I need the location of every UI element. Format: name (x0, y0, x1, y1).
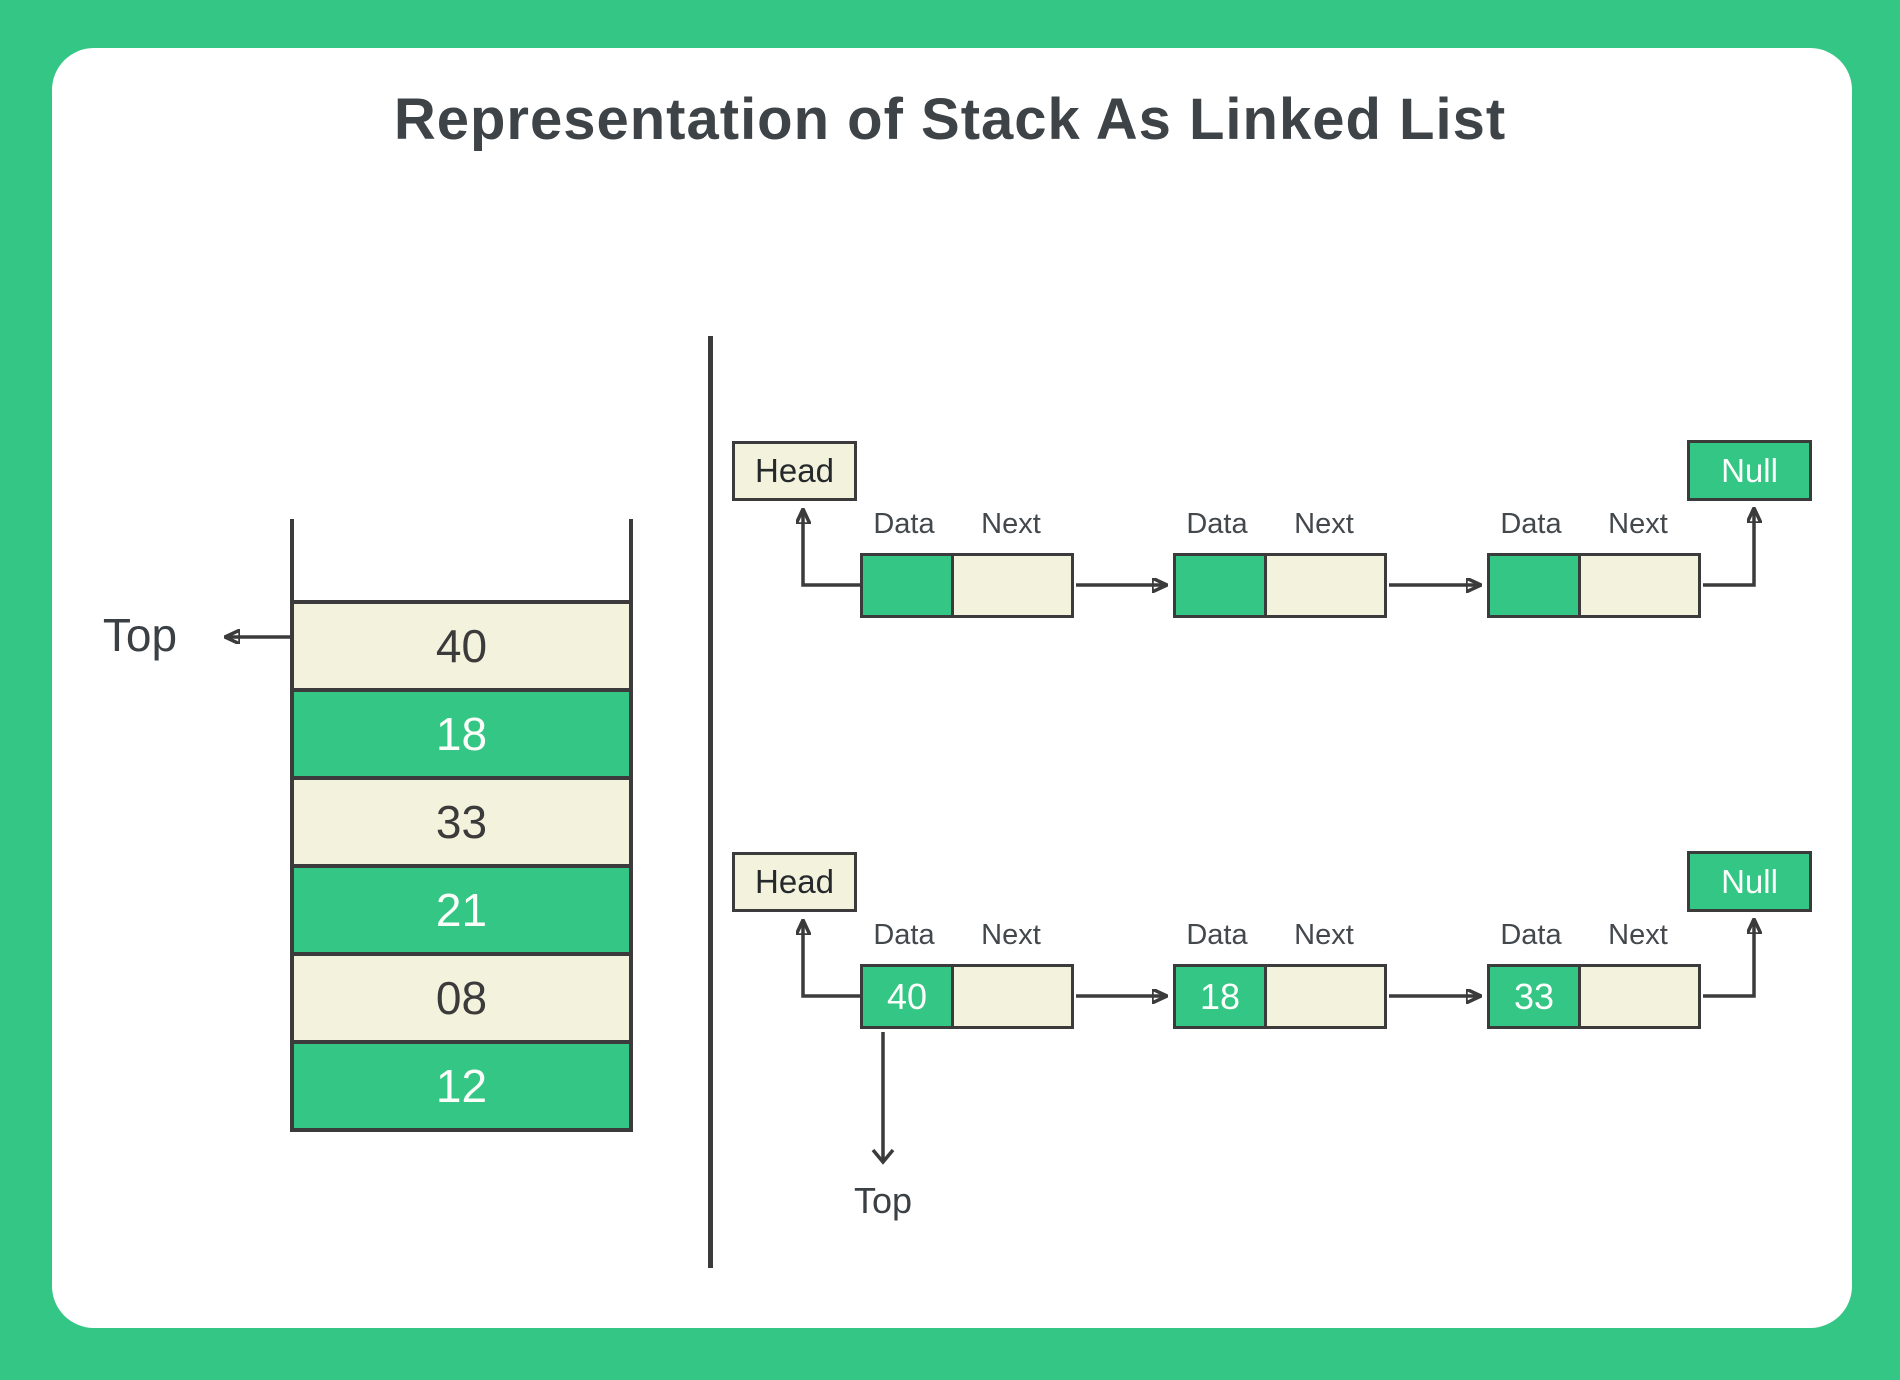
stack: 40 18 33 21 08 12 (290, 600, 633, 1132)
next-label: Next (1294, 508, 1354, 540)
node-data-cell (863, 556, 951, 615)
node-data-cell (1490, 556, 1578, 615)
list-node (860, 553, 1074, 618)
node-next-cell (951, 967, 1071, 1026)
vertical-divider (708, 336, 713, 1268)
data-label: Data (1186, 508, 1248, 540)
null-box: Null (1687, 440, 1812, 501)
data-label: Data (1186, 919, 1248, 951)
stack-cell: 40 (290, 600, 633, 692)
data-label: Data (1500, 508, 1562, 540)
next-label: Next (1608, 508, 1668, 540)
list-node (1487, 553, 1701, 618)
list-top-label: Top (853, 1180, 913, 1221)
head-box: Head (732, 852, 857, 912)
node-next-cell (1264, 556, 1384, 615)
node-next-cell (1578, 967, 1698, 1026)
data-label: Data (873, 919, 935, 951)
list-node: 33 (1487, 964, 1701, 1029)
next-label: Next (981, 508, 1041, 540)
next-label: Next (981, 919, 1041, 951)
node-next-cell (951, 556, 1071, 615)
stack-top-label: Top (102, 609, 178, 661)
data-label: Data (873, 508, 935, 540)
node-next-cell (1578, 556, 1698, 615)
stack-cell: 12 (290, 1040, 633, 1132)
next-label: Next (1294, 919, 1354, 951)
node-data-cell: 40 (863, 967, 951, 1026)
head-box: Head (732, 441, 857, 501)
next-label: Next (1608, 919, 1668, 951)
stack-cell: 08 (290, 952, 633, 1044)
list-node: 18 (1173, 964, 1387, 1029)
node-data-cell (1176, 556, 1264, 615)
list-node: 40 (860, 964, 1074, 1029)
stack-cell: 21 (290, 864, 633, 956)
node-data-cell: 18 (1176, 967, 1264, 1026)
null-box: Null (1687, 851, 1812, 912)
node-next-cell (1264, 967, 1384, 1026)
stack-cell: 18 (290, 688, 633, 780)
node-data-cell: 33 (1490, 967, 1578, 1026)
stack-cell: 33 (290, 776, 633, 868)
list-node (1173, 553, 1387, 618)
page-title: Representation of Stack As Linked List (393, 87, 1507, 152)
data-label: Data (1500, 919, 1562, 951)
